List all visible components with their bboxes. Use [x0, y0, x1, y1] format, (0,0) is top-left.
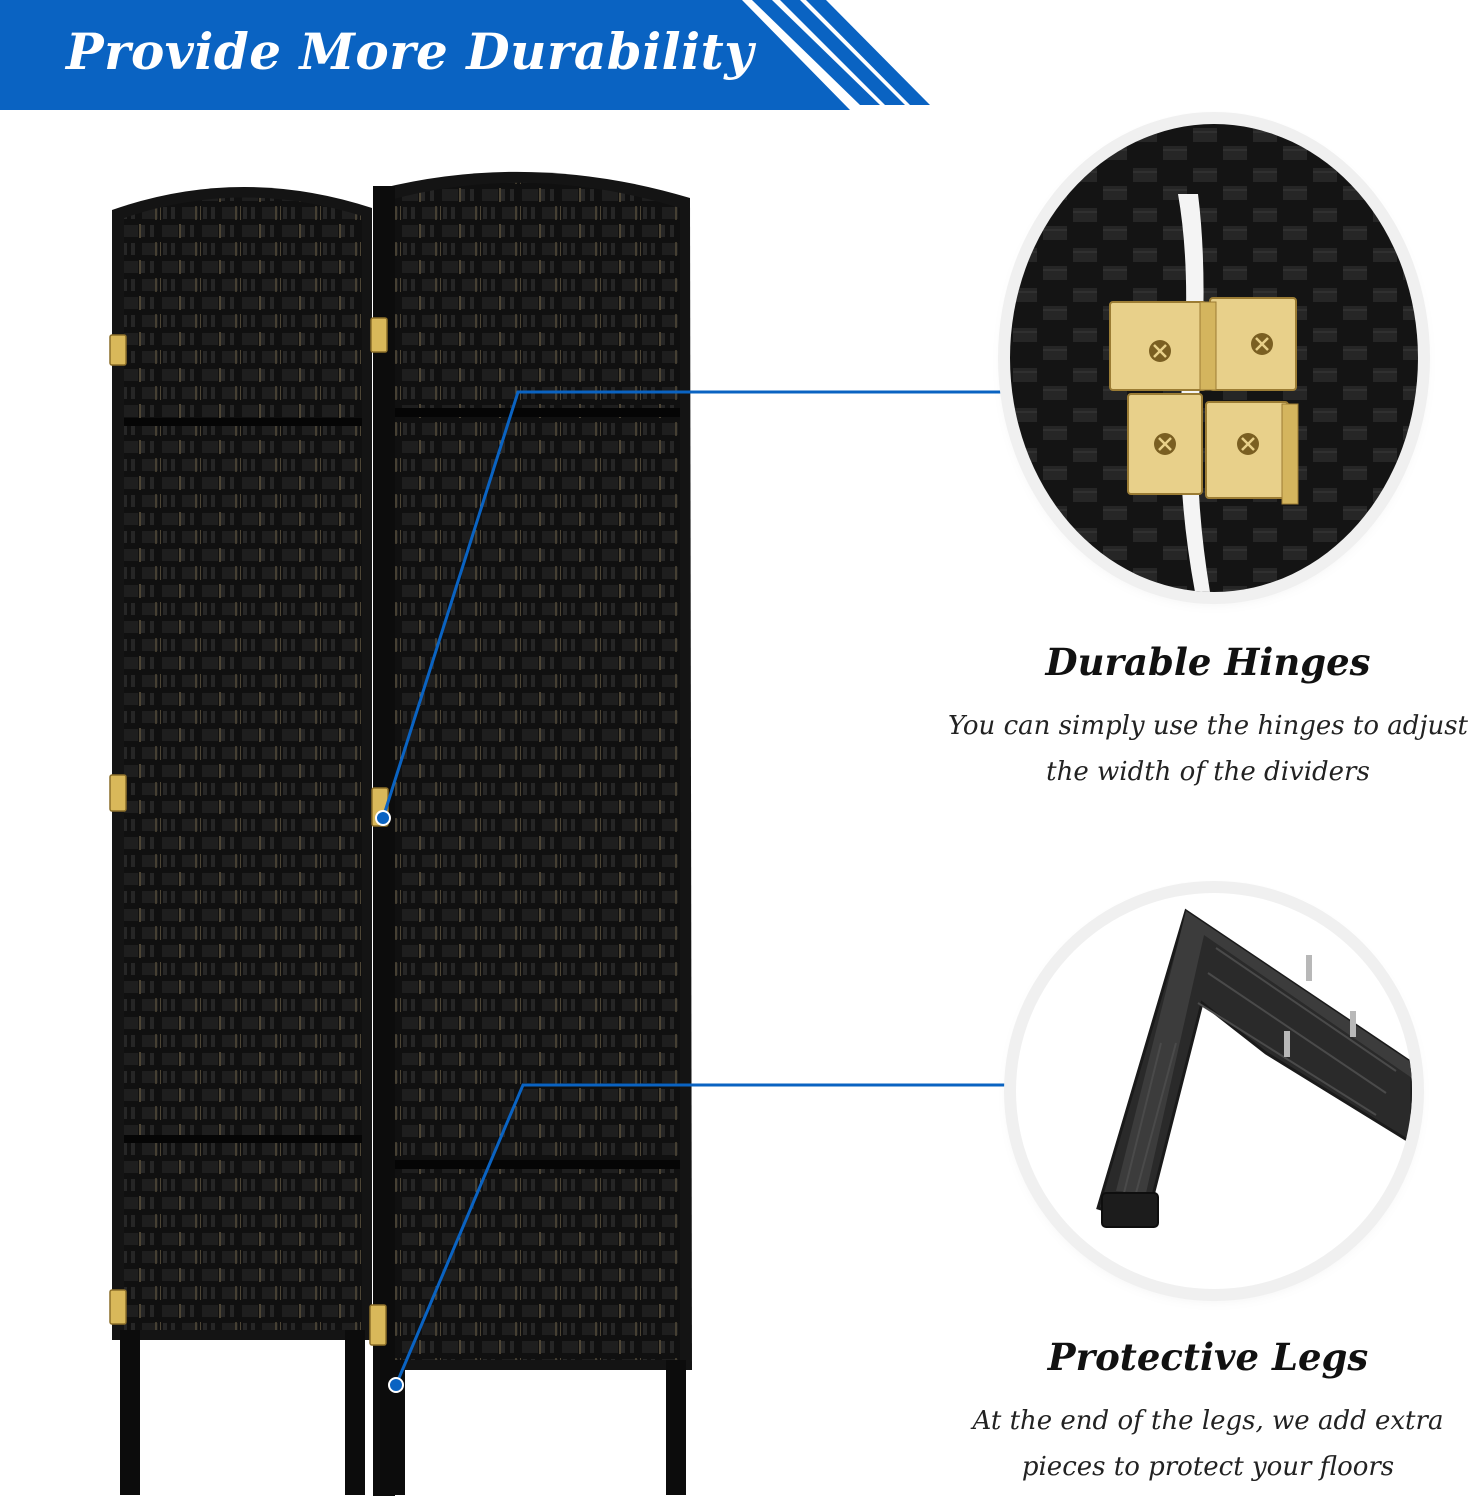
left-panel	[112, 186, 372, 1495]
legs-title: Protective Legs	[1047, 1335, 1369, 1379]
legs-description-line: At the end of the legs, we add extra	[972, 1406, 1444, 1436]
right-panel	[373, 171, 692, 1496]
hinges-description-line: the width of the dividers	[1046, 757, 1370, 787]
woven-leg-icon	[1096, 908, 1412, 1228]
room-divider-image	[0, 150, 1010, 1500]
hinges-description-line: You can simply use the hinges to adjust	[948, 711, 1468, 741]
hinge-zoom-image	[1010, 124, 1418, 592]
brass-hinge-icon	[1109, 297, 1299, 505]
hinges-description: You can simply use the hinges to adjust …	[908, 703, 1483, 795]
leg-zoom-image	[1016, 893, 1412, 1289]
title-banner: Provide More Durability	[0, 0, 1483, 110]
legs-description: At the end of the legs, we add extra pie…	[908, 1398, 1483, 1490]
banner-shape	[0, 0, 930, 110]
hinges-title: Durable Hinges	[1045, 640, 1371, 684]
legs-description-line: pieces to protect your floors	[1021, 1452, 1395, 1482]
banner-title: Provide More Durability	[66, 22, 754, 81]
